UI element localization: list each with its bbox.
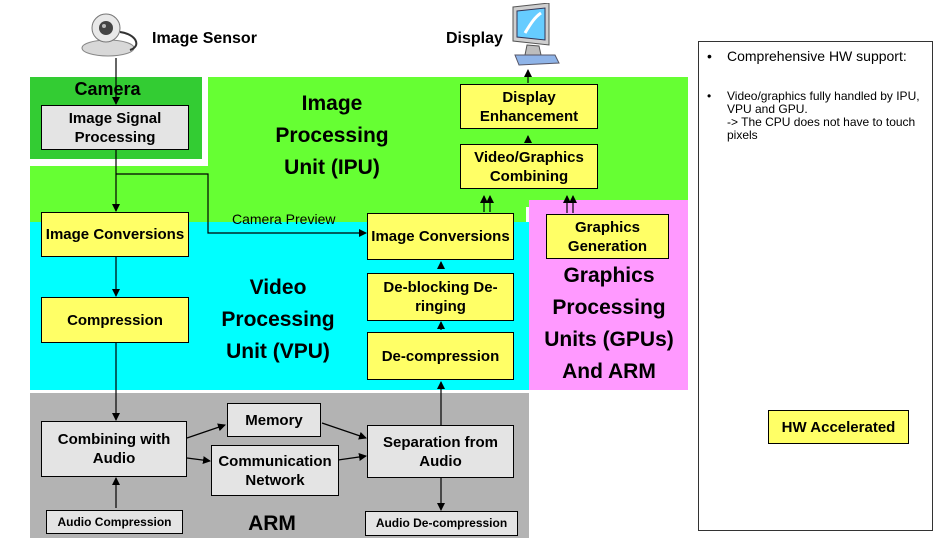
hw-accelerated-legend: HW Accelerated — [768, 410, 909, 444]
arm-region-title: ARM — [248, 512, 296, 535]
video-graphics-combining-box: Video/Graphics Combining — [460, 144, 598, 189]
notes-panel: • Comprehensive HW support: • Video/grap… — [698, 41, 933, 531]
image-conversions-right-box: Image Conversions — [367, 213, 514, 260]
webcam-icon — [81, 13, 138, 57]
bullet-icon: • — [707, 48, 712, 64]
gpu-region-title: Graphics Processing Units (GPUs) And ARM — [544, 264, 674, 383]
audio-compression-box: Audio Compression — [46, 510, 183, 534]
graphics-generation-box: Graphics Generation — [546, 214, 669, 259]
audio-decompression-box: Audio De-compression — [365, 511, 518, 536]
decompression-box: De-compression — [367, 332, 514, 380]
display-label: Display — [446, 30, 503, 47]
monitor-icon — [512, 3, 560, 66]
bullet-icon: • — [707, 89, 712, 103]
display-enhancement-box: Display Enhancement — [460, 84, 598, 129]
vpu-region-title: Video Processing Unit (VPU) — [221, 276, 335, 363]
communication-network-box: Communication Network — [211, 445, 339, 496]
compression-box: Compression — [41, 297, 189, 343]
image-conversions-left-box: Image Conversions — [41, 212, 189, 257]
combining-with-audio-box: Combining with Audio — [41, 421, 187, 477]
camera-region-title: Camera — [74, 79, 141, 99]
camera-preview-label: Camera Preview — [232, 211, 336, 227]
separation-from-audio-box: Separation from Audio — [367, 425, 514, 478]
note-bullet-1-text: Comprehensive HW support: — [727, 48, 907, 64]
deblocking-deringing-box: De-blocking De-ringing — [367, 273, 514, 321]
image-signal-processing-box: Image Signal Processing — [41, 105, 189, 150]
memory-box: Memory — [227, 403, 321, 437]
ipu-region-title: Image Processing Unit (IPU) — [275, 92, 389, 179]
note-bullet-2-text: Video/graphics fully handled by IPU, VPU… — [727, 89, 920, 142]
image-sensor-label: Image Sensor — [152, 30, 257, 47]
